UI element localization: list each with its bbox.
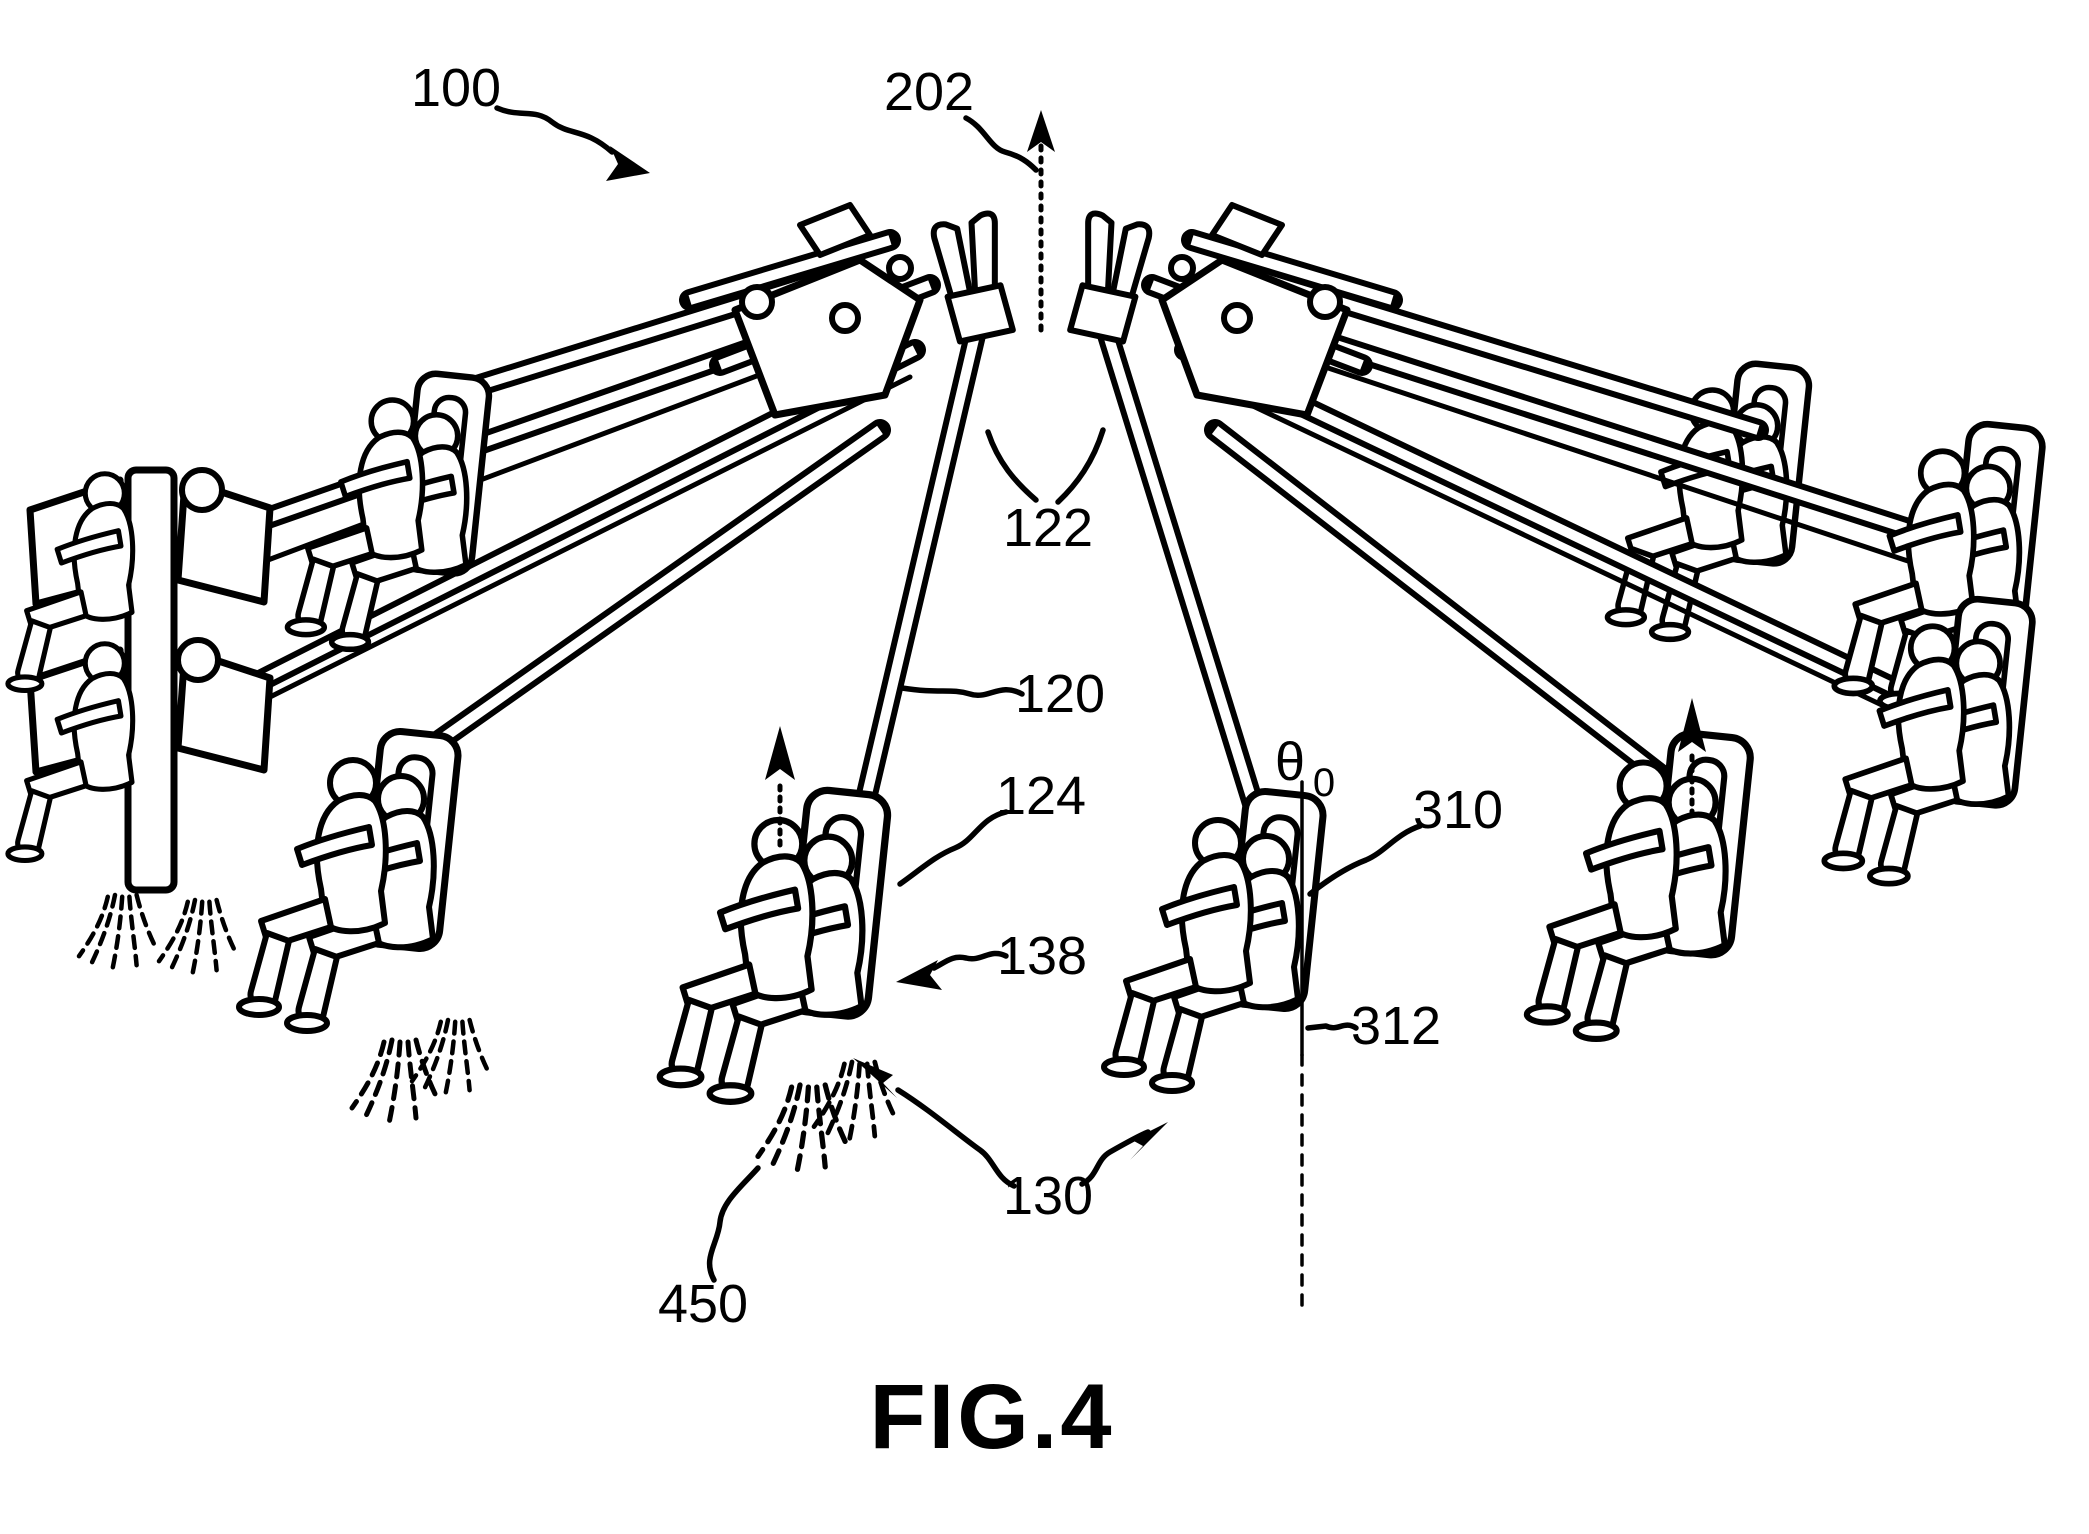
ref-label-theta: θ xyxy=(1275,732,1305,792)
jets-lower-left-2 xyxy=(412,1020,489,1099)
leader-130-left xyxy=(895,1087,1017,1189)
ref-label-450: 450 xyxy=(658,1274,748,1334)
jets-far-left-2 xyxy=(159,900,236,979)
leader-202 xyxy=(963,115,1039,173)
swing-arm-left-low xyxy=(401,419,891,771)
rider-group-center-left xyxy=(660,788,890,1102)
arm-fork-left xyxy=(932,212,1014,343)
leader-100 xyxy=(494,105,615,155)
rotation-axis-arrow xyxy=(1027,110,1055,333)
leader-138 xyxy=(931,950,1009,971)
leader-310 xyxy=(1307,823,1423,897)
brace-122-right xyxy=(1055,427,1106,505)
rider-tower-far-left xyxy=(8,466,274,894)
leader-arrowheads xyxy=(606,146,1168,1160)
rider-group-center-right xyxy=(1104,790,1325,1091)
ref-label-138: 138 xyxy=(997,926,1087,986)
up-arrow-right xyxy=(1678,698,1706,818)
reference-numerals: 100 202 122 120 124 138 310 312 130 450 … xyxy=(411,58,1503,1334)
jets-center-left-1 xyxy=(758,1085,848,1177)
rider-group-right-center xyxy=(1527,731,1752,1039)
swing-arm-center-right xyxy=(1097,324,1279,863)
ref-label-122: 122 xyxy=(1003,498,1093,558)
arrowhead-130-left xyxy=(853,1058,897,1098)
ref-label-theta-subscript: 0 xyxy=(1313,761,1335,805)
arrowhead-130-right xyxy=(1130,1122,1168,1160)
leader-312 xyxy=(1305,1022,1359,1031)
leader-120 xyxy=(899,685,1025,698)
figure-caption: FIG.4 xyxy=(869,1366,1114,1468)
swing-arm-center-left-120 xyxy=(841,324,986,869)
arrowhead-100 xyxy=(606,146,650,181)
arrowhead-138 xyxy=(896,960,942,990)
leader-124 xyxy=(897,809,1009,887)
swing-arm-right-lower-outer xyxy=(1174,339,1961,738)
ref-label-312: 312 xyxy=(1351,996,1441,1056)
leader-450 xyxy=(706,1165,761,1283)
rider-group-lower-left xyxy=(239,730,460,1031)
swing-arms xyxy=(247,259,1969,869)
brace-122-left xyxy=(985,429,1039,503)
up-arrow-left xyxy=(765,726,795,848)
ref-label-100: 100 xyxy=(411,58,501,118)
swing-arm-right-low xyxy=(1204,419,1691,801)
ref-label-120: 120 xyxy=(1015,664,1105,724)
arm-fork-right xyxy=(1070,212,1152,343)
ref-label-130: 130 xyxy=(1003,1166,1093,1226)
ref-label-124: 124 xyxy=(996,766,1086,826)
leader-130-right xyxy=(1079,1129,1151,1187)
jets-far-left-1 xyxy=(79,895,156,974)
ref-label-310: 310 xyxy=(1413,780,1503,840)
leader-lines xyxy=(494,105,1423,1283)
ref-label-202: 202 xyxy=(884,62,974,122)
